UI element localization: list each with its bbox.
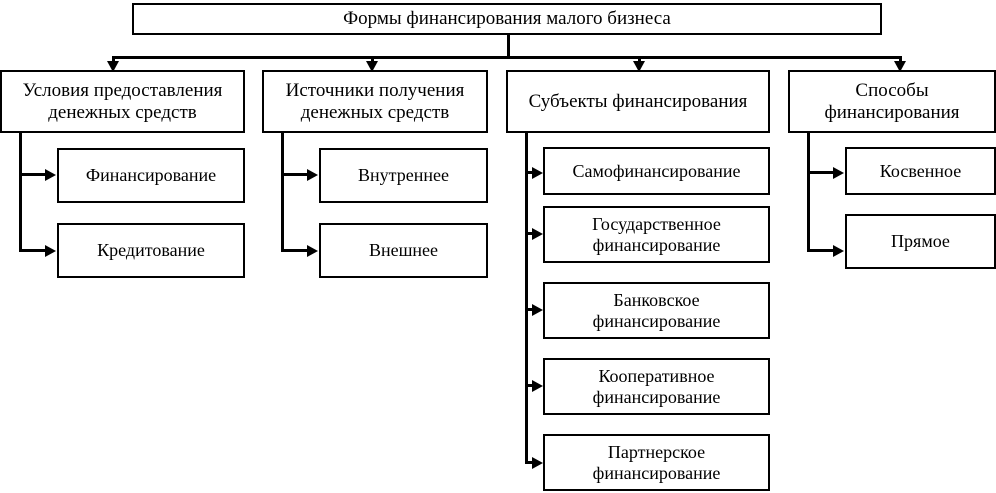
- branch-node-label-conditions: Условия предоставления денежных средств: [22, 80, 223, 123]
- leaf-node-label-conditions-1: Финансирование: [85, 165, 217, 186]
- arrow-right-icon-conditions-2: [45, 245, 56, 257]
- arrow-right-icon-conditions-1: [45, 169, 56, 181]
- root-node-box: Формы финансирования малого бизнеса: [132, 3, 882, 35]
- leaf-node-box-conditions-2: Кредитование: [57, 223, 245, 278]
- branch-spine-connector-methods: [807, 133, 810, 252]
- bus-drop-connector-2: [371, 56, 374, 64]
- branch-node-box-sources: Источники получения денежных средств: [262, 70, 488, 133]
- leaf-node-box-conditions-1: Финансирование: [57, 148, 245, 203]
- child-connector-subjects-5: [525, 461, 537, 464]
- child-connector-sources-1: [281, 173, 312, 176]
- leaf-node-label-subjects-1: Самофинансирование: [572, 160, 741, 181]
- leaf-node-label-sources-1: Внутреннее: [358, 165, 449, 186]
- arrow-right-icon-methods-1: [833, 167, 844, 179]
- bus-drop-connector-1: [112, 56, 115, 64]
- leaf-node-box-sources-1: Внутреннее: [319, 148, 488, 203]
- leaf-node-box-methods-1: Косвенное: [845, 147, 996, 195]
- arrow-right-icon-sources-2: [307, 245, 318, 257]
- child-connector-conditions-1: [19, 173, 50, 176]
- leaf-node-label-conditions-2: Кредитование: [97, 240, 205, 261]
- arrow-right-icon-subjects-5: [532, 457, 543, 469]
- leaf-node-box-subjects-2: Государственное финансирование: [543, 206, 770, 263]
- branch-spine-connector-conditions: [19, 133, 22, 252]
- arrow-right-icon-sources-1: [307, 169, 318, 181]
- child-connector-methods-1: [807, 171, 838, 174]
- branch-node-box-subjects: Субъекты финансирования: [506, 70, 770, 133]
- arrow-right-icon-subjects-3: [532, 304, 543, 316]
- leaf-node-box-subjects-5: Партнерское финансирование: [543, 434, 770, 491]
- leaf-node-box-subjects-4: Кооперативное финансирование: [543, 358, 770, 415]
- branch-spine-connector-sources: [281, 133, 284, 252]
- root-node-label: Формы финансирования малого бизнеса: [343, 8, 671, 30]
- branch-node-box-methods: Способы финансирования: [788, 70, 996, 133]
- arrow-right-icon-subjects-4: [532, 380, 543, 392]
- child-connector-subjects-3: [525, 308, 537, 311]
- leaf-node-label-subjects-2: Государственное финансирование: [592, 214, 721, 255]
- child-connector-subjects-2: [525, 232, 537, 235]
- branch-node-box-conditions: Условия предоставления денежных средств: [0, 70, 245, 133]
- bus-drop-connector-3: [638, 56, 641, 64]
- arrow-right-icon-subjects-1: [532, 167, 543, 179]
- arrow-right-icon-subjects-2: [532, 228, 543, 240]
- leaf-node-label-subjects-3: Банковское финансирование: [592, 290, 721, 331]
- arrow-down-icon-1: [107, 61, 119, 72]
- leaf-node-box-sources-2: Внешнее: [319, 223, 488, 278]
- child-connector-conditions-2: [19, 249, 50, 252]
- arrow-down-icon-3: [633, 61, 645, 72]
- leaf-node-label-methods-1: Косвенное: [879, 160, 962, 181]
- leaf-node-box-subjects-1: Самофинансирование: [543, 147, 770, 195]
- leaf-node-label-methods-2: Прямое: [891, 231, 950, 252]
- leaf-node-label-subjects-5: Партнерское финансирование: [592, 442, 721, 483]
- arrow-down-icon-2: [366, 61, 378, 72]
- bus-drop-connector-4: [899, 56, 902, 64]
- branch-node-label-methods: Способы финансирования: [824, 80, 960, 123]
- branch-spine-connector-subjects: [525, 133, 528, 464]
- child-connector-subjects-1: [525, 171, 537, 174]
- branch-bus-connector: [112, 56, 902, 59]
- root-stem-connector: [507, 34, 510, 58]
- leaf-node-label-sources-2: Внешнее: [368, 240, 439, 261]
- child-connector-methods-2: [807, 249, 838, 252]
- branch-node-label-sources: Источники получения денежных средств: [285, 80, 465, 123]
- arrow-down-icon-4: [894, 61, 906, 72]
- child-connector-subjects-4: [525, 384, 537, 387]
- leaf-node-label-subjects-4: Кооперативное финансирование: [592, 366, 721, 407]
- leaf-node-box-subjects-3: Банковское финансирование: [543, 282, 770, 339]
- child-connector-sources-2: [281, 249, 312, 252]
- branch-node-label-subjects: Субъекты финансирования: [528, 90, 748, 112]
- arrow-right-icon-methods-2: [833, 245, 844, 257]
- leaf-node-box-methods-2: Прямое: [845, 214, 996, 269]
